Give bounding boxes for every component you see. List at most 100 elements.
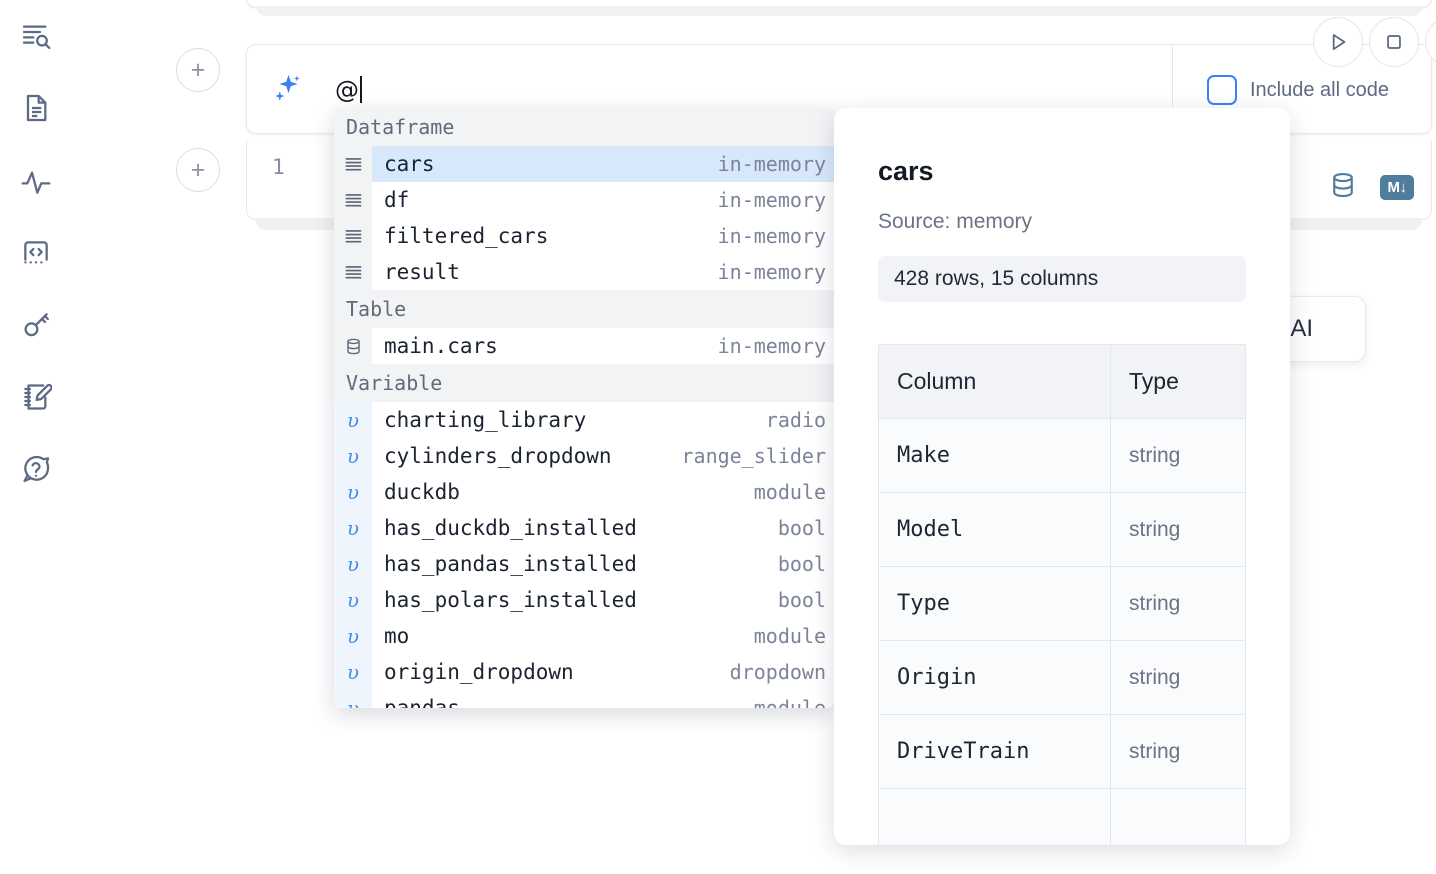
ai-prompt-input[interactable]: @	[335, 75, 1135, 105]
column-type-cell: string	[1110, 640, 1246, 715]
dropdown-item[interactable]: υ has_polars_installed bool	[334, 582, 834, 618]
variable-icon: υ	[334, 546, 372, 582]
variable-icon: υ	[334, 690, 372, 708]
dropdown-group-header: Dataframe	[334, 108, 834, 146]
table-database-icon	[334, 328, 372, 364]
help-chat-icon[interactable]	[14, 447, 58, 491]
dropdown-item[interactable]: filtered_cars in-memory	[334, 218, 834, 254]
dropdown-item-body: filtered_cars in-memory	[372, 218, 834, 254]
dropdown-item-type: module	[753, 480, 826, 504]
dropdown-group-header: Table	[334, 290, 834, 328]
dropdown-item-name: df	[384, 188, 410, 212]
include-all-code-control[interactable]: Include all code	[1207, 75, 1389, 105]
scratchpad-edit-icon[interactable]	[14, 375, 58, 419]
preview-title: cars	[878, 156, 934, 186]
dropdown-item-name: cars	[384, 152, 435, 176]
dropdown-item-name: origin_dropdown	[384, 660, 574, 684]
variable-icon: υ	[334, 582, 372, 618]
dropdown-item[interactable]: main.cars in-memory	[334, 328, 834, 364]
markdown-icon[interactable]: M↓	[1380, 175, 1414, 200]
table-row-partial	[878, 788, 1246, 845]
dataframe-icon	[334, 218, 372, 254]
include-all-code-label: Include all code	[1250, 78, 1389, 101]
add-cell-button-bottom[interactable]: +	[176, 148, 220, 192]
dropdown-item-type: range_slider	[681, 444, 827, 468]
dropdown-item-body: main.cars in-memory	[372, 328, 834, 364]
text-caret	[360, 76, 362, 103]
table-header-cell: Column	[878, 344, 1111, 419]
dropdown-item-type: in-memory	[717, 188, 826, 212]
add-cell-button-top[interactable]: +	[176, 48, 220, 92]
editor-toolbar: M↓	[1328, 170, 1414, 205]
cell-divider	[1172, 45, 1173, 135]
run-button[interactable]	[1313, 17, 1363, 67]
dropdown-item-type: bool	[777, 552, 826, 576]
stop-button[interactable]	[1369, 17, 1419, 67]
column-name-cell: DriveTrain	[878, 714, 1111, 789]
dropdown-item[interactable]: df in-memory	[334, 182, 834, 218]
dropdown-item-body: df in-memory	[372, 182, 834, 218]
code-snippet-icon[interactable]	[14, 231, 58, 275]
variable-icon: υ	[334, 402, 372, 438]
document-icon[interactable]	[14, 86, 58, 130]
dropdown-item-body: pandas module	[372, 690, 834, 708]
dropdown-item-type: radio	[765, 408, 826, 432]
dropdown-item-body: has_pandas_installed bool	[372, 546, 834, 582]
table-header-cell: Type	[1110, 344, 1246, 419]
dataframe-icon	[334, 182, 372, 218]
dropdown-item-type: in-memory	[717, 334, 826, 358]
dropdown-item-name: pandas	[384, 696, 460, 708]
activity-icon[interactable]	[14, 160, 58, 204]
dropdown-item-type: bool	[777, 588, 826, 612]
dropdown-item[interactable]: cars in-memory	[334, 146, 834, 182]
dropdown-item-name: has_polars_installed	[384, 588, 637, 612]
dropdown-item-name: has_pandas_installed	[384, 552, 637, 576]
dropdown-item-type: in-memory	[717, 152, 826, 176]
variable-icon: υ	[334, 474, 372, 510]
include-all-code-checkbox[interactable]	[1207, 75, 1237, 105]
column-name-cell: Make	[878, 418, 1111, 493]
dropdown-item[interactable]: υ cylinders_dropdown range_slider	[334, 438, 834, 474]
column-name-cell: Type	[878, 566, 1111, 641]
dataframe-preview-panel: cars Source: memory 428 rows, 15 columns…	[834, 108, 1290, 845]
dropdown-item-type: module	[753, 696, 826, 708]
column-type-cell: string	[1110, 492, 1246, 567]
explore-search-icon[interactable]	[14, 14, 58, 58]
dataframe-icon	[334, 146, 372, 182]
left-icon-rail	[0, 0, 72, 874]
dataframe-icon	[334, 254, 372, 290]
variable-icon: υ	[334, 438, 372, 474]
dropdown-item-name: mo	[384, 624, 410, 648]
dropdown-item-name: main.cars	[384, 334, 498, 358]
dropdown-item-name: filtered_cars	[384, 224, 549, 248]
variable-icon: υ	[334, 618, 372, 654]
variable-icon: υ	[334, 654, 372, 690]
column-type-cell: string	[1110, 714, 1246, 789]
dropdown-item-body: cars in-memory	[372, 146, 834, 182]
database-icon[interactable]	[1328, 170, 1358, 205]
key-icon[interactable]	[14, 303, 58, 347]
dropdown-item[interactable]: υ has_pandas_installed bool	[334, 546, 834, 582]
column-name-cell	[878, 788, 1111, 845]
dropdown-item-type: in-memory	[717, 224, 826, 248]
column-name-cell: Origin	[878, 640, 1111, 715]
preview-source: Source: memory	[878, 210, 1033, 233]
dropdown-item-name: cylinders_dropdown	[384, 444, 612, 468]
previous-cell-footer	[256, 6, 1422, 16]
